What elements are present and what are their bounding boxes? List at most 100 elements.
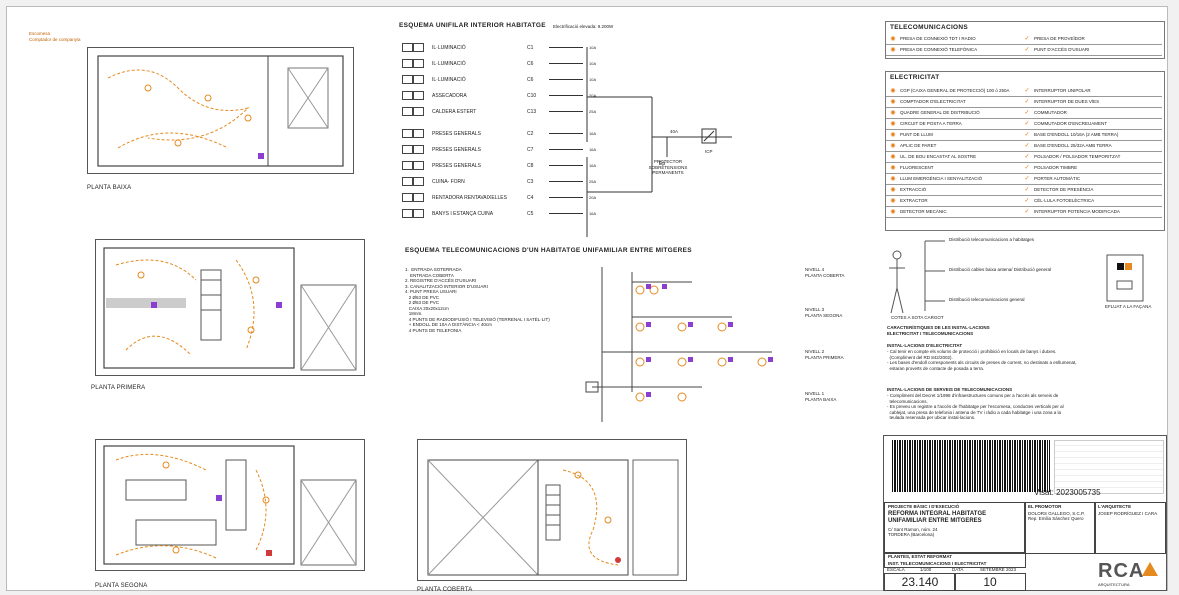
rca-logo-triangle: [1142, 562, 1158, 576]
legend-row: ◉UL. DE BOU ENCASTAT AL SOSTRE✓POLSADOR …: [886, 151, 1162, 163]
legend-symbol-icon: ✓: [1024, 154, 1030, 160]
circuit-box: [413, 129, 424, 138]
plan-baixa-label: PLANTA BAIXA: [87, 185, 132, 191]
project-kind: PROJECTE BÀSIC I D'EXECUCIÓ: [888, 504, 960, 509]
telecom-item: 2. REGISTRE D'ACCÉS D'USUARI: [405, 278, 477, 283]
notes-title-1: CARACTERÍSTIQUES DE LES INSTAL·LACIONS: [887, 325, 990, 330]
telecom-scheme-title: ESQUEMA TELECOMUNICACIONS D'UN HABITATGE…: [405, 247, 692, 254]
protector-label: PROTECTOR SOBRETENSIONS PERMANENTS: [648, 159, 688, 175]
plan-coberta-drawing: [427, 459, 679, 576]
circuit-box: [413, 177, 424, 186]
circuit-box: [402, 209, 413, 218]
plan-segona-label: PLANTA SEGONA: [95, 583, 148, 589]
note-line: cablejat, una presa de telefonia i anten…: [887, 409, 1062, 415]
elec-notes: - Cal tenir en compte els volums de prot…: [887, 349, 1162, 371]
electric-legend: ELECTRICITAT ◉CGP (CAIXA GENERAL DE PROT…: [885, 71, 1165, 231]
telecom-item: ENTRADA COBERTA: [405, 272, 454, 278]
project-number: 23.140: [884, 573, 956, 591]
legend-item: PRESA DE CONNEXIÓ TDT I RADIO: [900, 36, 976, 41]
legend-item: PUNT DE LLUM: [900, 132, 933, 137]
circuit-box: [402, 129, 413, 138]
escala-label: ESCALA: [887, 567, 905, 572]
legend-item: INTERRUPTOR DE DUES VÍES: [1034, 99, 1100, 104]
promoter-cell: EL PROMOTOR DOLORS GALLEGO, S.C.P. Rep. …: [1024, 502, 1096, 554]
telecom-item: + ENDOLL DE 10A A DISTÀNCIA < 40cm: [405, 322, 492, 327]
legend-item: COMPTADOR D'ELECTRICITAT: [900, 99, 966, 104]
legend-symbol-icon: ◉: [890, 187, 896, 193]
facade-note-1: Distribució telecomunicacions a habitatg…: [949, 237, 1035, 242]
legend-symbol-icon: ✓: [1024, 209, 1030, 215]
legend-item: UL. DE BOU ENCASTAT AL SOSTRE: [900, 154, 977, 159]
circuit-code: C7: [527, 146, 534, 153]
legend-item: BASE D'ENDOLL 10/16A (2 AMB TERRA): [1034, 132, 1119, 137]
project-cell: PROJECTE BÀSIC I D'EXECUCIÓ REFORMA INTE…: [884, 502, 1026, 554]
project-title: REFORMA INTEGRAL HABITATGE UNIFAMILIAR E…: [888, 510, 987, 524]
telecom-item: 18mm.: [405, 311, 423, 316]
circuit-breaker: 25A: [589, 179, 597, 184]
sheet-subtitle: INST. TELECOMUNICACIONS I ELECTRICITAT: [888, 560, 987, 566]
circuit-box: [402, 145, 413, 154]
telecom-legend-title: TELECOMUNICACIONS: [890, 24, 969, 31]
rca-logo-sub: ARQUITECTURA: [1098, 582, 1130, 587]
circuit-box: [413, 91, 424, 100]
legend-symbol-icon: ◉: [890, 110, 896, 116]
plan-coberta-label: PLANTA COBERTA: [417, 587, 473, 593]
notes-title-2: ELECTRICITAT I TELECOMUNICACIONS: [887, 331, 974, 336]
level-2: NIVELL 2 PLANTA PRIMERA: [805, 349, 844, 360]
legend-symbol-icon: ✓: [1024, 143, 1030, 149]
legend-item: CIRCUIT DE POSTA A TERRA: [900, 121, 962, 126]
level-4: NIVELL 4 PLANTA COBERTA: [805, 267, 845, 278]
circuit-code: C1: [527, 44, 534, 51]
unifilar-power: Electrificació elevada: 9.200W: [553, 24, 614, 29]
note-line: - Es preveu un registre a l'accés de l'h…: [887, 404, 1064, 409]
telecom-item: 3. CANALITZACIÓ INTERIOR D'USUARI: [405, 283, 488, 289]
sheet-number: 10: [954, 573, 1026, 591]
legend-row: ◉CIRCUIT DE POSTA A TERRA✓COMMUTADOR D'E…: [886, 118, 1162, 130]
note-line: teulada reservada per ubicar instal·laci…: [887, 415, 976, 420]
plan-coberta: [417, 439, 687, 581]
legend-row: ◉EXTRACCIÓ✓DETECTOR DE PRESÈNCIA: [886, 184, 1162, 196]
circuit-box: [402, 75, 413, 84]
svg-text:Ep: Ep: [659, 161, 665, 167]
legend-item: DETECTOR DE PRESÈNCIA: [1034, 187, 1094, 192]
circuit-breaker: 20A: [589, 93, 597, 98]
service-entry-note: Escomesa Comptador de companyia: [29, 31, 81, 42]
telecom-legend: TELECOMUNICACIONS ◉PRESA DE CONNEXIÓ TDT…: [885, 21, 1165, 59]
circuit-box: [413, 75, 424, 84]
circuit-label: PRESES GENERALS: [432, 162, 481, 169]
legend-item: EXTRACTOR: [900, 198, 928, 203]
telecom-item: CAIXA 20x20x12cm: [405, 305, 449, 311]
architect-head: L'ARQUITECTE: [1098, 504, 1132, 509]
circuit-breaker: 16A: [589, 147, 597, 152]
circuit-code: C3: [527, 178, 534, 185]
telecom-item: 4 PUNTS DE RADIODIFUSIÓ I TELEVISIÓ (TER…: [405, 316, 550, 322]
legend-symbol-icon: ◉: [890, 176, 896, 182]
electric-legend-title: ELECTRICITAT: [890, 74, 940, 81]
circuit-box: [413, 161, 424, 170]
circuit-label: IL·LUMINACIÓ: [432, 76, 466, 83]
legend-row: ◉PRESA DE CONNEXIÓ TDT I RADIO✓PRESA DE …: [886, 33, 1162, 45]
circuit-label: ASSECADORA: [432, 92, 467, 99]
legend-item: LLUM EMERGÈNCIA I SENYALITZACIÓ: [900, 176, 983, 181]
facade-note-2: Distribució cables baixa antena/ Distrib…: [949, 267, 1052, 272]
sheet-title-cell: PLANTES, ESTAT REFORMAT INST. TELECOMUNI…: [884, 552, 1026, 568]
legend-row: ◉COMPTADOR D'ELECTRICITAT✓INTERRUPTOR DE…: [886, 96, 1162, 108]
note-line: (Compliment del RD 842/2002).: [887, 354, 953, 360]
plan-primera: [95, 239, 365, 376]
level-1: NIVELL 1 PLANTA BAIXA: [805, 391, 837, 402]
legend-row: ◉LLUM EMERGÈNCIA I SENYALITZACIÓ✓PORTER …: [886, 173, 1162, 185]
cotes-note: COTES A SOTA CARGOT: [891, 315, 944, 320]
escala-value: 1/100: [920, 567, 932, 572]
circuit-code: C6: [527, 76, 534, 83]
legend-row: ◉DETECTOR MECÀNIC✓INTERRUPTOR POTENCIA M…: [886, 206, 1162, 218]
legend-row: ◉FLUORESCENT✓POLSADOR TIMBRE: [886, 162, 1162, 174]
legend-row: ◉CGP (CAIXA GENERAL DE PROTECCIÓ) 100 ó …: [886, 85, 1162, 97]
circuit-code: C5: [527, 210, 534, 217]
legend-symbol-icon: ✓: [1024, 36, 1030, 42]
legend-symbol-icon: ✓: [1024, 165, 1030, 171]
